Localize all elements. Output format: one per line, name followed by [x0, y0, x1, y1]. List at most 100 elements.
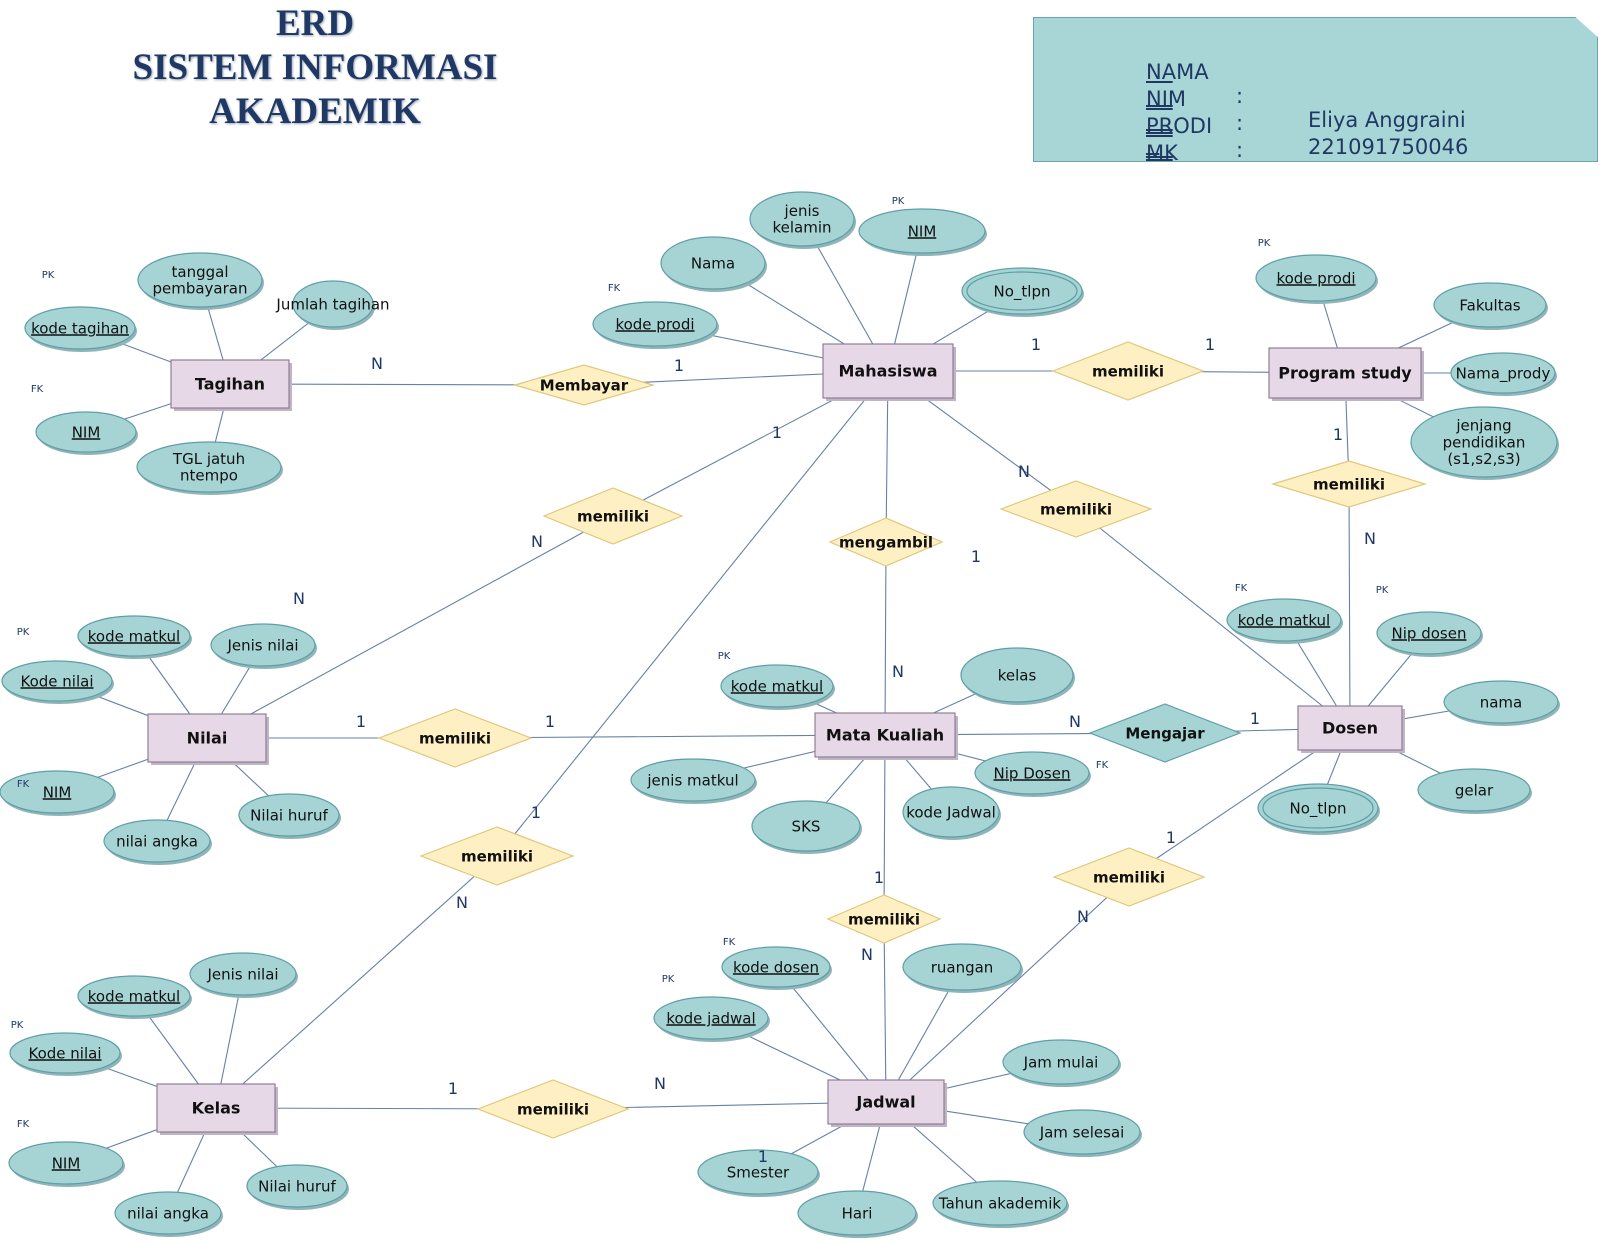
- relationship-mengambil: mengambil: [828, 517, 944, 567]
- attribute-ellipse: [902, 943, 1022, 991]
- relationship-label: memiliki: [1040, 500, 1112, 518]
- attribute-ellipse: [9, 1032, 121, 1074]
- relationship-connector: [206, 515, 614, 739]
- relationship-mhs-dosen: memiliki: [999, 480, 1153, 538]
- attribute-label: Nilai huruf: [250, 806, 328, 824]
- entity-nilai: Nilai: [147, 713, 269, 765]
- info-value: Eliya Anggraini: [1308, 108, 1466, 132]
- attribute-label: Nama: [691, 254, 735, 272]
- attribute-ellipse: [932, 1180, 1068, 1226]
- attribute-ellipse: [1450, 352, 1556, 394]
- key-tag: PK: [718, 651, 731, 662]
- info-key: NIM: [1146, 87, 1187, 111]
- diagram-title-line-2: SISTEM INFORMASI: [132, 47, 498, 88]
- attribute-label: kode prodi: [615, 315, 694, 333]
- attribute-label: Jam mulai: [1023, 1053, 1099, 1071]
- info-row-nama: NAMA : Eliya Anggraini: [1146, 36, 1466, 156]
- relationship-mhs-kelas: memiliki: [419, 826, 575, 886]
- entity-box: [1268, 347, 1422, 399]
- attribute-ellipse: [858, 208, 986, 254]
- attribute-ellipse: [660, 236, 766, 290]
- entity-dosen: Dosen: [1297, 705, 1405, 753]
- info-row-prodi: PRODI : Sistem informasi: [1146, 90, 1243, 162]
- attribute-label: kode Jadwal: [906, 803, 996, 821]
- cardinality-label: 1: [1031, 335, 1041, 354]
- entity-jadwal: Jadwal: [827, 1079, 947, 1127]
- attribute-label: NIM: [43, 783, 72, 801]
- key-tag: PK: [1258, 238, 1271, 249]
- attribute-mk-sks: SKS: [751, 800, 862, 854]
- attribute-ellipse: [974, 751, 1090, 795]
- entity-box: [827, 1079, 945, 1125]
- attribute-ellipse: [697, 1149, 819, 1195]
- attribute-ellipse: [189, 952, 297, 996]
- relationship-diamond: [828, 517, 944, 567]
- attribute-kl-huruf: Nilai huruf: [246, 1164, 349, 1210]
- attribute-ds-notlpn: No_tlpn: [1257, 783, 1380, 835]
- attribute-label: kode tagihan: [31, 319, 129, 337]
- cardinality-label: 1: [448, 1079, 458, 1098]
- attribute-label: NIM: [52, 1154, 81, 1172]
- relationship-connector: [215, 855, 498, 1109]
- relationship-connector: [885, 876, 1130, 1103]
- attribute-mk-kelas: kelas: [960, 647, 1075, 705]
- entity-label: Dosen: [1322, 719, 1378, 738]
- attribute-label: gelar: [1455, 781, 1494, 799]
- attribute-label: NIM: [908, 222, 937, 240]
- key-tag: PK: [892, 196, 905, 207]
- multivalued-ring: [966, 271, 1078, 311]
- attribute-label: kode jadwal: [666, 1009, 755, 1027]
- relationship-connector: [1348, 483, 1351, 729]
- attribute-ellipse: [77, 975, 191, 1017]
- cardinality-label: 1: [1205, 335, 1215, 354]
- relationship-diamond: [377, 708, 533, 768]
- entity-box: [822, 343, 954, 399]
- attribute-jd-smester: Smester: [697, 1149, 820, 1197]
- relationship-kelas-jadwal: memiliki: [476, 1079, 630, 1139]
- attribute-label: Nip dosen: [1392, 624, 1467, 642]
- cardinality-label: 1: [971, 547, 981, 566]
- cardinality-label: N: [1069, 712, 1081, 731]
- attribute-nil-angka: nilai angka: [103, 819, 212, 865]
- entity-box: [170, 359, 290, 409]
- attribute-ellipse: [1, 660, 113, 702]
- relationship-diamond: [999, 480, 1153, 538]
- attribute-label: Tahun akademik: [938, 1194, 1061, 1212]
- entity-box: [156, 1083, 276, 1133]
- attribute-ellipse: [24, 306, 136, 350]
- key-tag: FK: [608, 283, 621, 294]
- entity-matkul: Mata Kualiah: [814, 712, 958, 760]
- relationship-connector: [496, 370, 889, 857]
- relationship-label: memiliki: [577, 507, 649, 525]
- relationship-label: Membayar: [540, 376, 629, 394]
- attribute-ellipse: [238, 793, 340, 837]
- cardinality-label: N: [1364, 529, 1376, 548]
- attribute-ds-gelar: gelar: [1417, 768, 1532, 814]
- relationship-mengajar: Mengajar: [1088, 703, 1242, 763]
- attribute-ellipse: [1226, 598, 1342, 642]
- attribute-mk-kode: kode matkul PK: [718, 651, 835, 710]
- attribute-label: Nama_prody: [1456, 364, 1551, 383]
- relationship-label: memiliki: [419, 729, 491, 747]
- cardinality-label: N: [1018, 462, 1030, 481]
- cardinality-label: 1: [1250, 709, 1260, 728]
- entity-kelas: Kelas: [156, 1083, 278, 1135]
- attribute-label: kode matkul: [731, 677, 823, 695]
- attribute-label: Smester: [727, 1163, 790, 1181]
- info-separator: :: [1236, 138, 1244, 162]
- attribute-ellipse: [1257, 783, 1379, 833]
- attribute-label: SKS: [792, 817, 821, 835]
- attribute-nil-kodematkul: kode matkul: [77, 615, 192, 659]
- relationship-mhs-nilai: memiliki: [542, 487, 684, 545]
- attribute-kl-kodematkul: kode matkul: [77, 975, 192, 1019]
- info-key: MK: [1146, 141, 1178, 165]
- attribute-jd-jamselesai: Jam selesai: [1023, 1109, 1142, 1157]
- relationship-diamond: [1088, 703, 1242, 763]
